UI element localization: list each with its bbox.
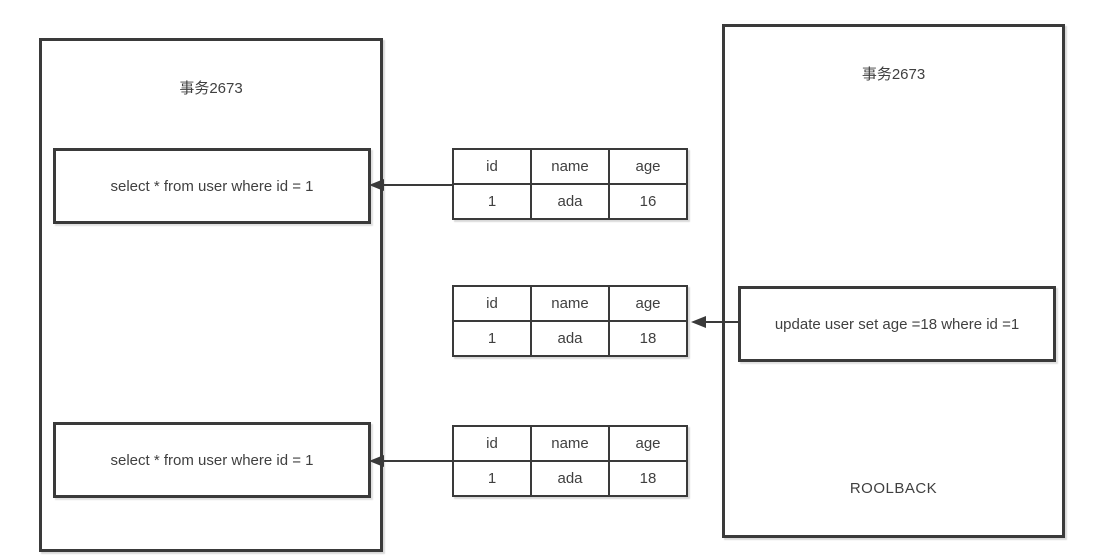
header-cell: name (530, 285, 610, 322)
transaction-box-left: 事务2673 select * from user where id = 1 s… (39, 38, 383, 552)
header-cell: age (608, 285, 688, 322)
data-cell: ada (530, 320, 610, 357)
result-table-1: id name age 1 ada 16 (452, 148, 688, 220)
data-cell: 1 (452, 320, 532, 357)
result-table-3: id name age 1 ada 18 (452, 425, 688, 497)
table-header-row: id name age (452, 285, 688, 322)
data-cell: 18 (608, 320, 688, 357)
header-cell: id (452, 425, 532, 462)
rollback-label: ROOLBACK (849, 480, 938, 497)
transaction-box-right: 事务2673 update user set age =18 where id … (722, 24, 1065, 538)
header-cell: age (608, 425, 688, 462)
sql-update-statement: update user set age =18 where id =1 (738, 286, 1056, 362)
table-data-row: 1 ada 16 (452, 183, 688, 220)
transaction-title-left: 事务2673 (179, 80, 243, 97)
sql-select-statement-top: select * from user where id = 1 (53, 148, 371, 224)
header-cell: age (608, 148, 688, 185)
data-cell: 16 (608, 183, 688, 220)
table-header-row: id name age (452, 425, 688, 462)
data-cell: 18 (608, 460, 688, 497)
data-cell: 1 (452, 460, 532, 497)
header-cell: id (452, 148, 532, 185)
data-cell: ada (530, 183, 610, 220)
table-data-row: 1 ada 18 (452, 460, 688, 497)
data-cell: 1 (452, 183, 532, 220)
table-header-row: id name age (452, 148, 688, 185)
data-cell: ada (530, 460, 610, 497)
header-cell: id (452, 285, 532, 322)
transaction-title-right: 事务2673 (861, 66, 926, 83)
header-cell: name (530, 425, 610, 462)
sql-select-statement-bottom: select * from user where id = 1 (53, 422, 371, 498)
result-table-2: id name age 1 ada 18 (452, 285, 688, 357)
header-cell: name (530, 148, 610, 185)
table-data-row: 1 ada 18 (452, 320, 688, 357)
